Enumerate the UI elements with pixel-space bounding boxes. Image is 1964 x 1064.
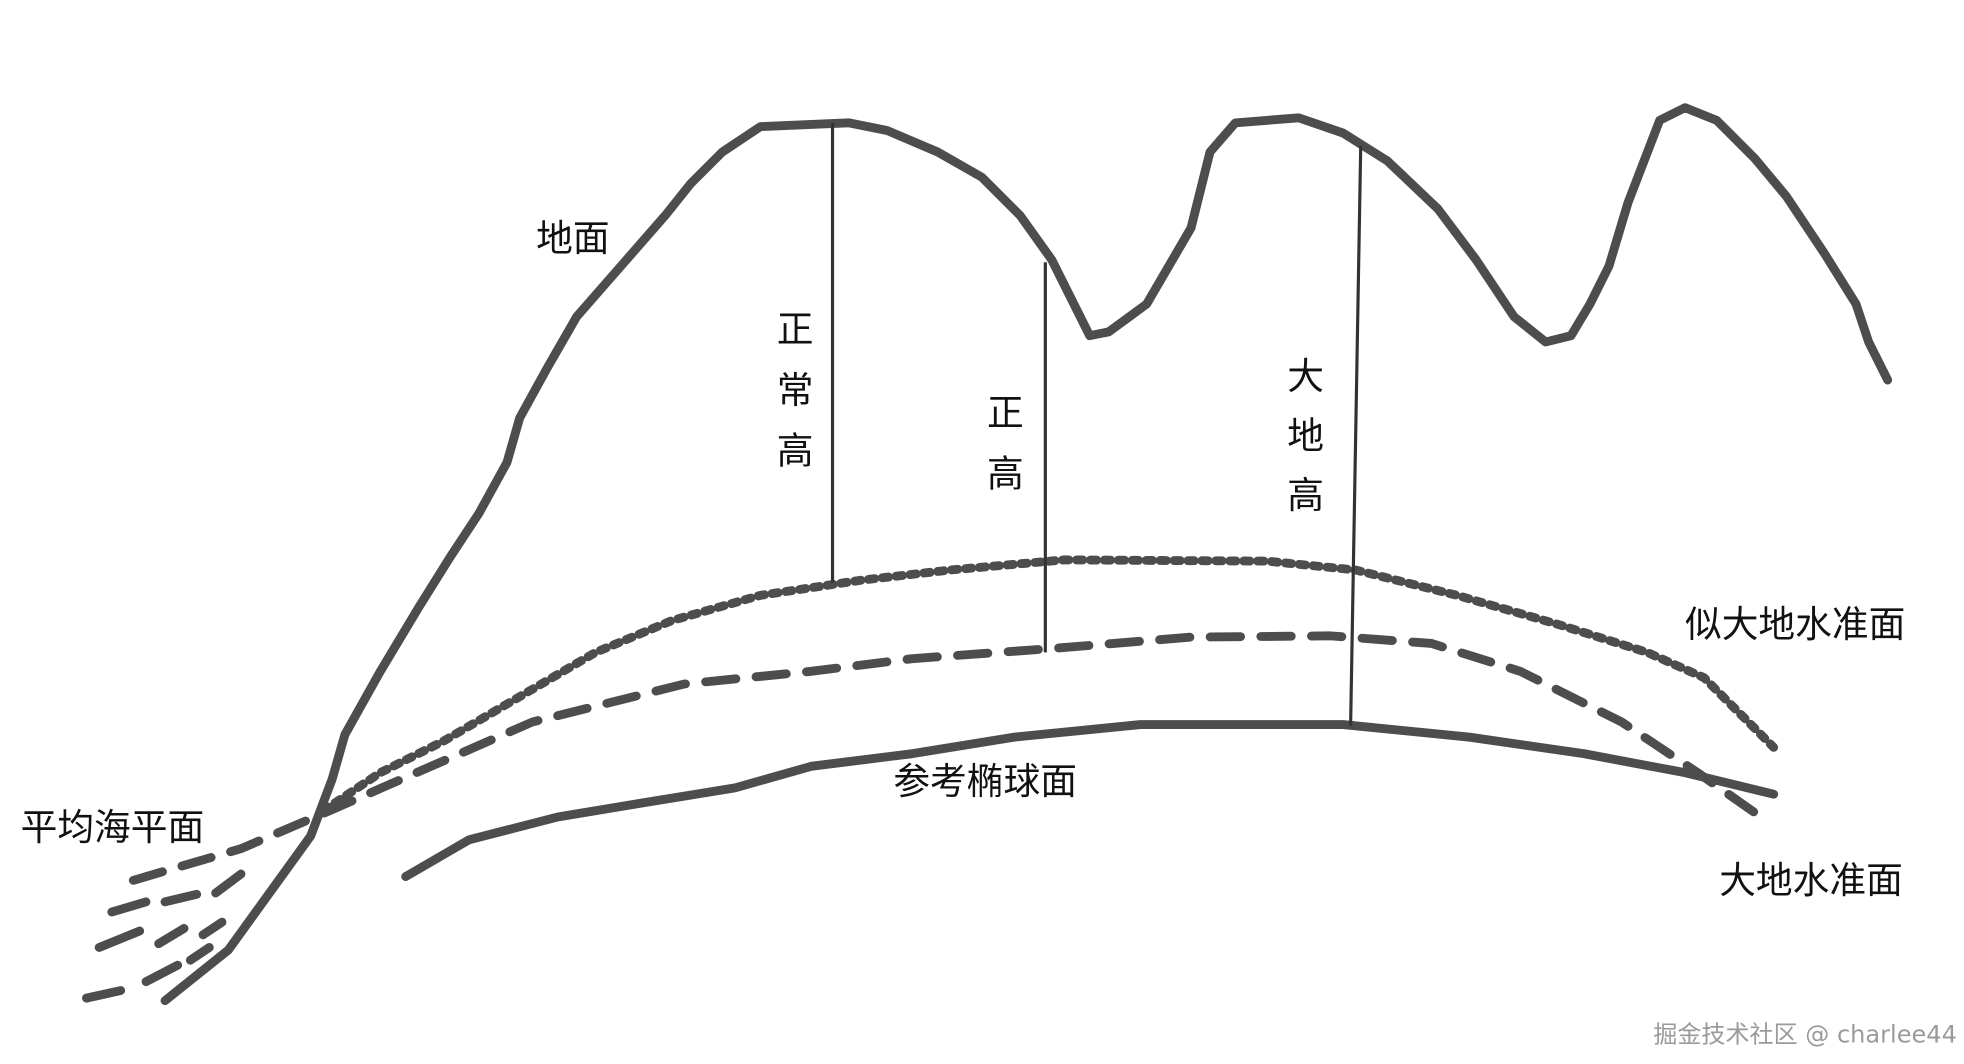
geodetic-height-label-1: 大 <box>1287 355 1324 398</box>
normal-height-label-2: 常 <box>777 369 814 412</box>
quasigeoid-dotted-curve <box>318 555 1779 816</box>
quasigeoid-label: 似大地水准面 <box>1685 603 1905 646</box>
ground-label: 地面 <box>536 217 609 260</box>
geodetic-height-line <box>1349 145 1363 726</box>
geoid-label: 大地水准面 <box>1719 859 1903 902</box>
reference-ellipsoid-curve <box>401 720 1779 881</box>
orthometric-height-label-1: 正 <box>987 392 1024 435</box>
normal-height-label-1: 正 <box>777 308 814 351</box>
geoid-dashed-curve <box>128 631 1766 885</box>
reference-ellipsoid-label: 参考椭球面 <box>893 760 1077 803</box>
sea-waves <box>82 869 246 1003</box>
watermark: 掘金技术社区 @ charlee44 <box>1653 1020 1957 1048</box>
ground-surface-curve <box>160 103 1893 1006</box>
mean-sea-level-label: 平均海平面 <box>21 806 205 849</box>
normal-height-label-3: 高 <box>777 430 814 473</box>
geodetic-height-label-3: 高 <box>1287 474 1324 517</box>
geodetic-height-label-2: 地 <box>1287 414 1324 457</box>
orthometric-height-label-2: 高 <box>987 452 1024 495</box>
